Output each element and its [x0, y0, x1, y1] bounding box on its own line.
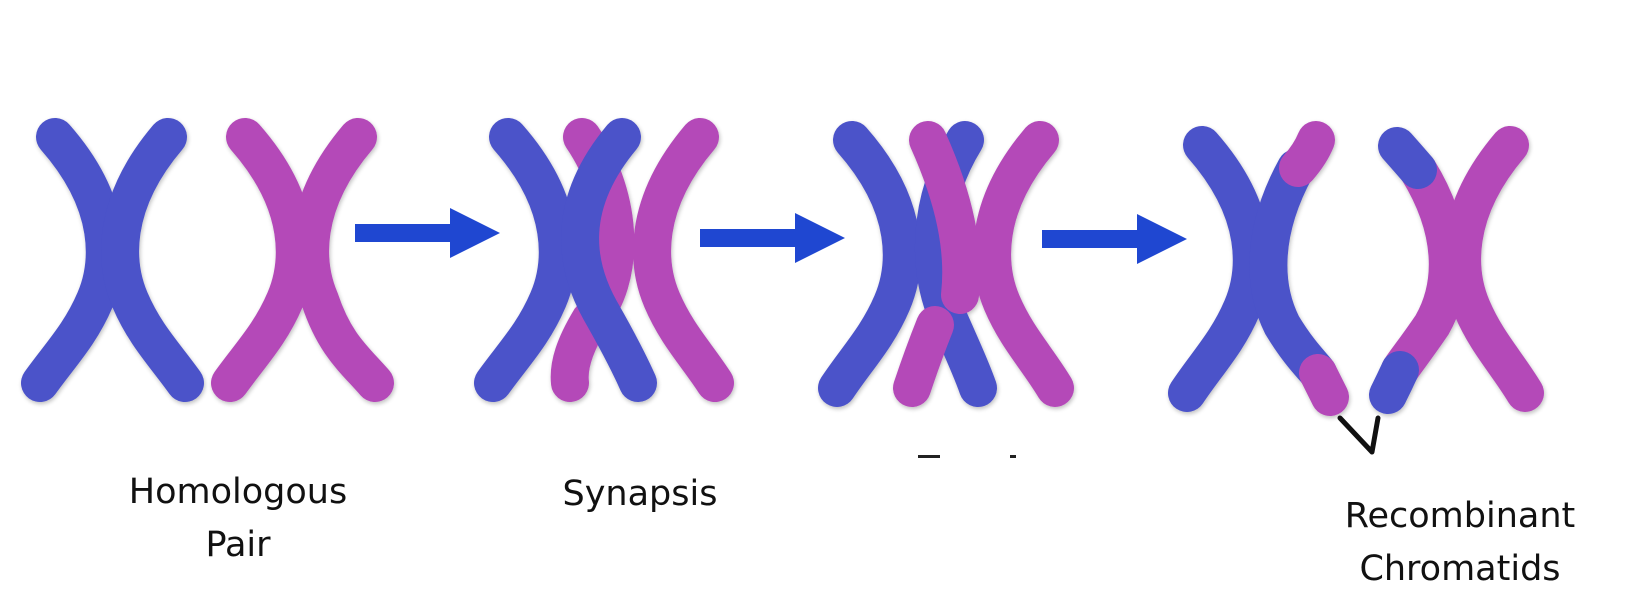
- chromatid-recombinant-magenta-top: [1279, 121, 1335, 187]
- label-synapsis: Synapsis: [520, 468, 760, 521]
- chromatid-magenta-left: [211, 118, 314, 402]
- label-line: Chromatids: [1359, 548, 1561, 589]
- label-line: Synapsis: [562, 474, 718, 514]
- chromatid-blue-right: [101, 118, 204, 402]
- chromatid-blue-left: [818, 121, 921, 407]
- chromatid-recombinant-blue-body: [1249, 149, 1337, 392]
- chromatid-magenta-inner-top: [909, 121, 981, 314]
- stage-crossing-over: [818, 121, 1074, 407]
- label-line: Recombinant: [1344, 496, 1576, 536]
- label-line: Pair: [205, 524, 271, 565]
- arrow-1: [355, 208, 500, 258]
- chromatid-blue-left: [1168, 126, 1271, 412]
- stage-recombinant: [1168, 121, 1544, 416]
- chromatid-blue-crossing: [561, 118, 657, 402]
- arrow-3: [1042, 214, 1187, 264]
- chromatid-magenta-right: [291, 118, 394, 402]
- chromatid-blue-left: [21, 118, 124, 402]
- chromatid-magenta-right: [973, 121, 1074, 407]
- recombinant-pointer: [1337, 415, 1381, 455]
- label-recombinant-chromatids: Recombinant Chromatids: [1300, 490, 1620, 595]
- chromatid-recombinant-blue-bottom: [1369, 351, 1419, 414]
- stage-homologous-pair: [21, 118, 394, 402]
- stage-synapsis: [474, 118, 734, 402]
- chromatid-magenta-inner-bottom: [893, 306, 954, 407]
- chromatid-magenta-right: [1443, 126, 1544, 412]
- chromatid-blue-left: [474, 118, 577, 402]
- label-homologous-pair: Homologous Pair: [88, 466, 388, 571]
- chromatid-magenta-right: [633, 118, 734, 402]
- chromatid-recombinant-blue-top: [1378, 127, 1437, 189]
- label-line: Homologous: [128, 472, 348, 512]
- chromatid-recombinant-magenta-body: [1381, 151, 1467, 389]
- cropped-label-remnant: [918, 455, 1016, 458]
- chromatid-recombinant-magenta-bottom: [1299, 354, 1349, 416]
- arrow-2: [700, 213, 845, 263]
